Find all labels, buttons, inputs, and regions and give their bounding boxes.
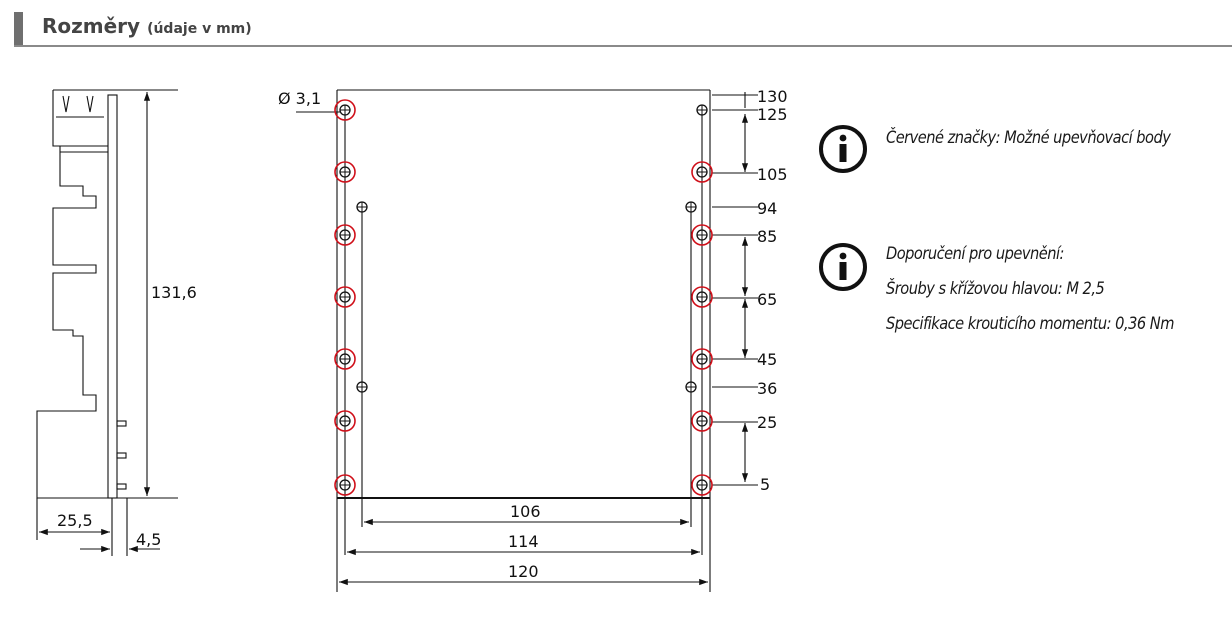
height-tick-label: 65 xyxy=(757,290,777,309)
height-tick-label: 125 xyxy=(757,105,788,124)
height-tick-label: 94 xyxy=(757,199,777,218)
mounting-hole-right xyxy=(691,161,713,183)
side-pin xyxy=(116,483,127,490)
side-connector xyxy=(56,95,104,118)
height-tick-label: 25 xyxy=(757,413,777,432)
section-header: Rozměry (údaje v mm) xyxy=(0,0,1232,48)
width-label-114: 114 xyxy=(508,532,539,551)
section-title-units: (údaje v mm) xyxy=(147,21,252,37)
mounting-hole-right xyxy=(691,286,713,308)
thickness-label: 4,5 xyxy=(136,530,161,549)
hole-inner-left xyxy=(356,381,368,393)
mounting-hole-right xyxy=(691,474,713,496)
mounting-hole-left xyxy=(334,224,356,246)
side-profile xyxy=(36,89,108,499)
mounting-hole-left xyxy=(334,99,356,121)
height-tick-label: 36 xyxy=(757,379,777,398)
side-pin xyxy=(116,420,127,427)
red-marker-ring xyxy=(334,224,356,246)
height-tick-label: 105 xyxy=(757,165,788,184)
info-note-text: Červené značky: Možné upevňovací body xyxy=(886,128,1171,148)
section-title: Rozměry (údaje v mm) xyxy=(42,14,252,38)
mounting-hole-left xyxy=(334,161,356,183)
header-accent-bar xyxy=(14,12,23,46)
height-tick-label: 85 xyxy=(757,227,777,246)
height-tick-label: 130 xyxy=(757,87,788,106)
red-marker-ring xyxy=(334,410,356,432)
height-tick-label: 45 xyxy=(757,350,777,369)
depth-label: 25,5 xyxy=(57,511,93,530)
red-marker-ring xyxy=(691,161,713,183)
width-label-120: 120 xyxy=(508,562,539,581)
red-marker-ring xyxy=(691,348,713,370)
width-label-106: 106 xyxy=(510,502,541,521)
red-marker-ring xyxy=(691,286,713,308)
mounting-torque: Specifikace krouticího momentu: 0,36 Nm xyxy=(886,314,1174,334)
side-pin xyxy=(116,452,127,459)
red-marker-ring xyxy=(334,286,356,308)
mounting-hole-right xyxy=(691,348,713,370)
red-marker-ring xyxy=(691,474,713,496)
mounting-hole-right xyxy=(691,224,713,246)
hole-inner-right xyxy=(685,201,697,213)
header-rule xyxy=(14,45,1232,47)
mounting-holes xyxy=(334,99,713,496)
info-icon xyxy=(819,243,867,291)
red-marker-ring xyxy=(334,474,356,496)
mounting-hole-left xyxy=(334,410,356,432)
mounting-hole-right xyxy=(691,410,713,432)
side-view xyxy=(36,89,178,556)
mounting-hole-left xyxy=(334,286,356,308)
side-plate xyxy=(107,94,118,499)
mounting-screws: Šrouby s křížovou hlavou: M 2,5 xyxy=(886,279,1105,299)
height-tick-label: 5 xyxy=(760,475,770,494)
red-marker-ring xyxy=(691,410,713,432)
mounting-title: Doporučení pro upevnění: xyxy=(886,244,1064,264)
mounting-hole-left xyxy=(334,348,356,370)
hole-diameter-label: Ø 3,1 xyxy=(278,89,321,108)
red-marker-ring xyxy=(334,161,356,183)
section-title-text: Rozměry xyxy=(42,14,141,38)
red-marker-ring xyxy=(691,224,713,246)
front-view xyxy=(296,89,758,592)
mounting-hole-left xyxy=(334,474,356,496)
red-marker-ring xyxy=(334,99,356,121)
hole-inner-left xyxy=(356,201,368,213)
info-icon xyxy=(819,125,867,173)
hole-inner-right xyxy=(685,381,697,393)
height-label: 131,6 xyxy=(151,283,197,302)
hole-right-unmarked xyxy=(696,104,708,116)
red-marker-ring xyxy=(334,348,356,370)
